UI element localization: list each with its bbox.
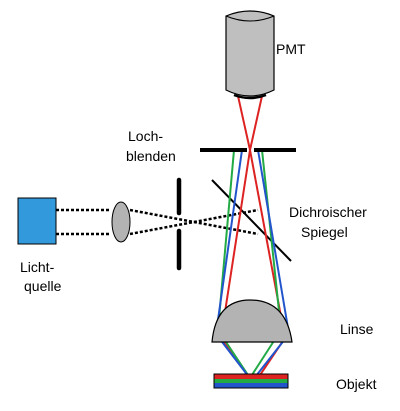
pmt-label: PMT bbox=[276, 41, 306, 57]
beam-red-to-pmt-right bbox=[249, 95, 263, 151]
collimating-lens bbox=[111, 201, 131, 243]
light-source bbox=[17, 197, 57, 245]
objective-lens bbox=[211, 299, 293, 343]
beam-blue-upper-right bbox=[257, 149, 290, 335]
beam-blue-upper-left bbox=[215, 149, 243, 335]
dichroic-mirror-label-line1: Dichroischer bbox=[289, 204, 367, 220]
pinholes-label-line1: Loch- bbox=[128, 128, 163, 144]
beam-red-upper-left bbox=[220, 149, 251, 339]
specimen-object bbox=[213, 373, 289, 389]
beam-green-upper-right bbox=[261, 149, 282, 331]
lens-label: Linse bbox=[340, 321, 374, 337]
dichroic-mirror bbox=[211, 179, 292, 262]
dichroic-mirror-label-line2: Spiegel bbox=[301, 224, 348, 240]
pmt-detector bbox=[225, 10, 275, 100]
light-source-label-line2: quelle bbox=[24, 278, 62, 294]
beam-red-to-pmt-left bbox=[237, 95, 251, 151]
pinholes-label-line2: blenden bbox=[126, 148, 176, 164]
object-label: Objekt bbox=[336, 376, 377, 392]
light-source-label-line1: Licht- bbox=[20, 259, 55, 275]
illumination-beams bbox=[56, 208, 259, 236]
